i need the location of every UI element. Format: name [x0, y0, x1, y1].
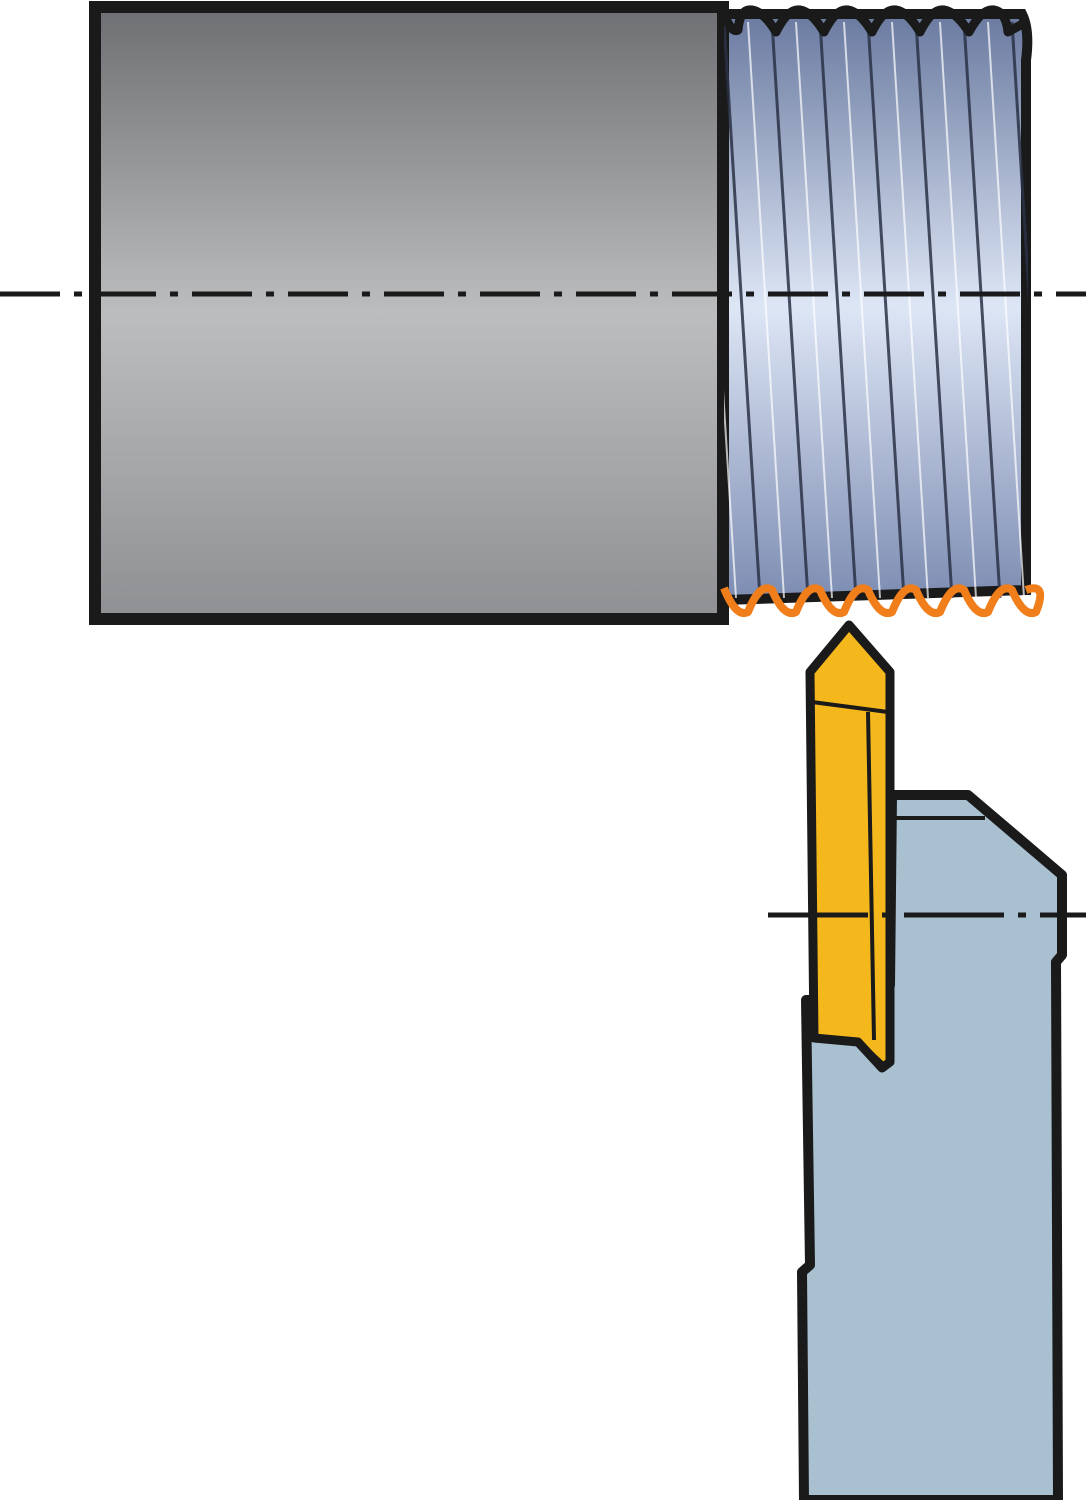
workpiece-body — [89, 1, 729, 625]
thread-top-profile — [719, 5, 1029, 37]
threaded-section — [719, 5, 1072, 617]
thread-helix-line — [987, 21, 1025, 599]
thread-helix-line — [891, 21, 929, 599]
threading-insert — [805, 620, 895, 1073]
thread-helix-line — [866, 21, 906, 599]
thread-helix-line — [724, 389, 737, 599]
thread-helix-line — [914, 21, 954, 599]
thread-helix-line — [770, 21, 810, 599]
insert-bottom-step — [855, 1039, 889, 1071]
thread-helix-line — [747, 21, 785, 599]
thread-helix-line — [939, 21, 977, 599]
insert-side-edge — [866, 711, 876, 1041]
thread-helix-line — [843, 21, 881, 599]
thread-helix-lines — [724, 21, 1072, 599]
thread-bottom-profile — [720, 584, 1045, 617]
thread-helix-line — [962, 21, 1002, 599]
thread-helix-line — [1010, 21, 1028, 303]
thread-helix-line — [818, 21, 858, 599]
thread-helix-line — [1036, 22, 1072, 598]
thread-helix-line — [724, 21, 762, 599]
insert-tip-edge — [811, 700, 889, 714]
thread-helix-line — [795, 21, 833, 599]
